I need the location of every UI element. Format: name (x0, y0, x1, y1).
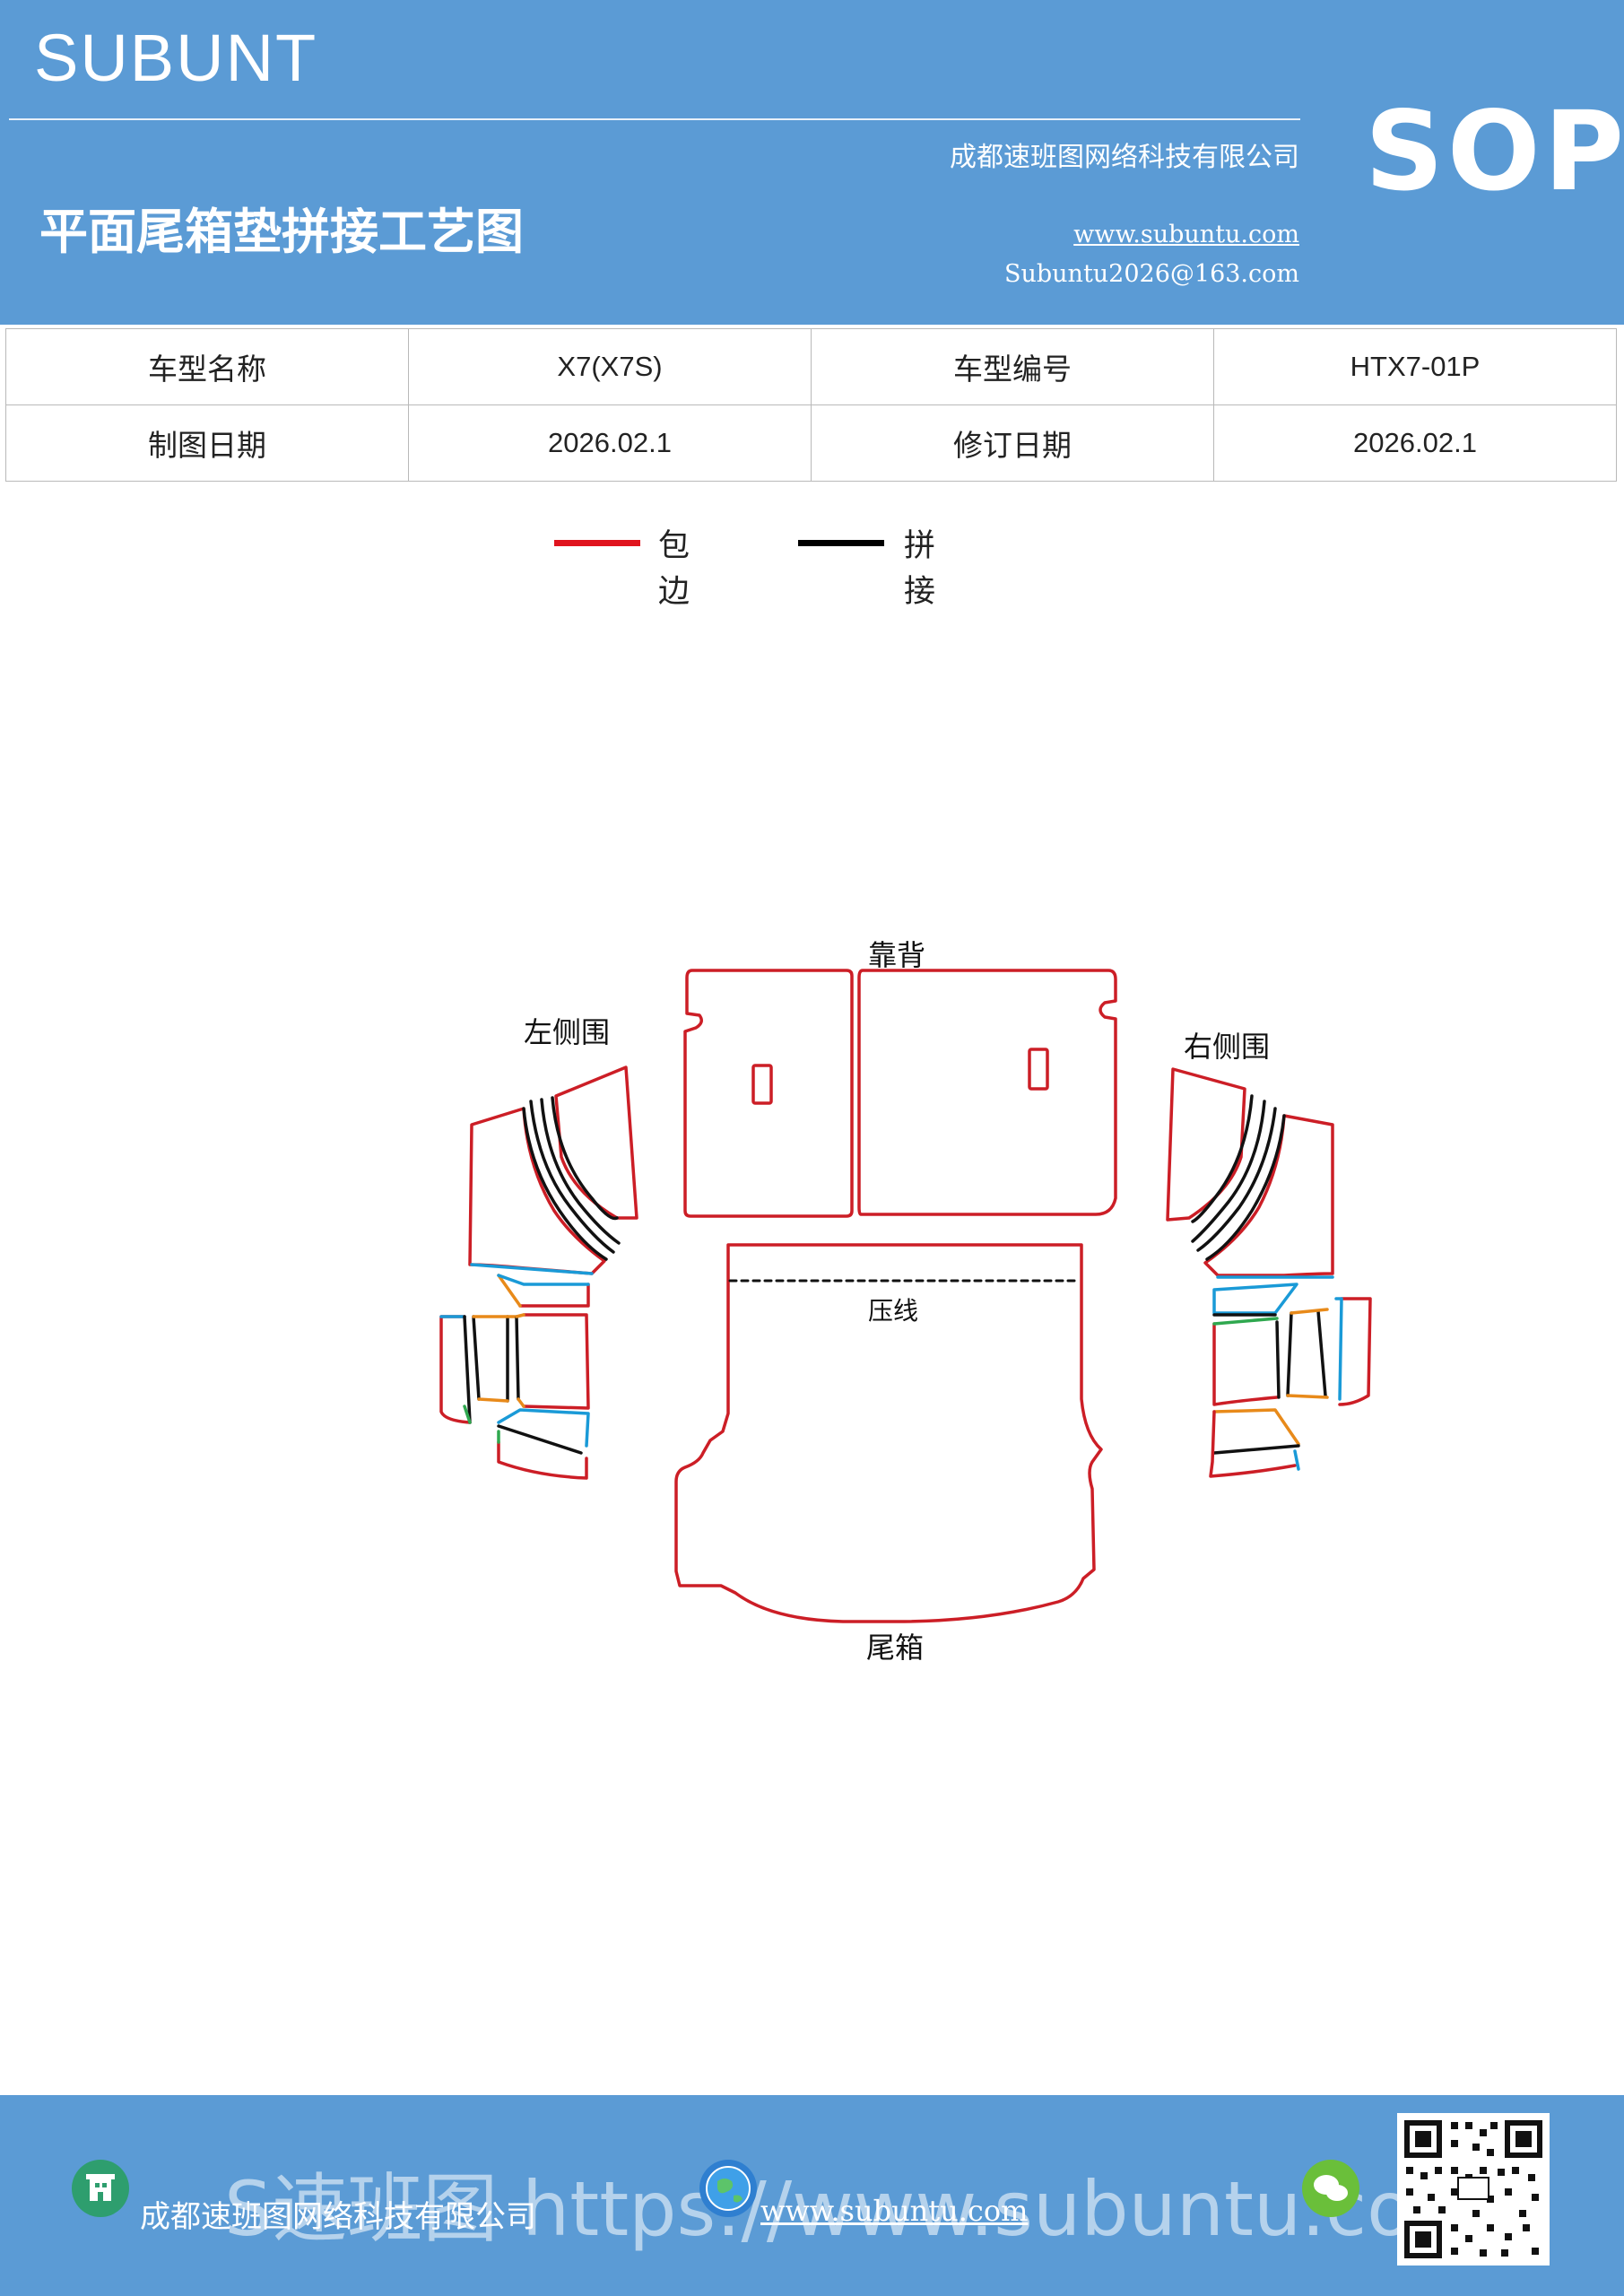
document-title: 平面尾箱垫拼接工艺图 (39, 204, 524, 260)
company-name: 成都速班图网络科技有限公司 (950, 142, 1299, 173)
sop-badge: SOP (1365, 88, 1624, 215)
qr-code (1397, 2113, 1550, 2266)
left-side-block-b-orange (472, 1315, 517, 1403)
left-side-seam-1 (522, 1107, 608, 1261)
diagram-label-crease: 压线 (868, 1296, 919, 1326)
right-side-seam-2 (1196, 1107, 1277, 1252)
header-divider (9, 118, 1300, 120)
right-side-block-b-orange (1286, 1308, 1329, 1399)
table-cell: 修订日期 (811, 404, 1214, 482)
left-side-seam-4 (551, 1096, 619, 1221)
left-side-bottom-panel (497, 1440, 588, 1480)
backrest-right-slot (1028, 1048, 1049, 1091)
left-side-strip-1-blue (497, 1274, 590, 1286)
legend-swatch-seam (798, 540, 884, 546)
right-side-strip-1-blue (1212, 1283, 1298, 1315)
table-cell: HTX7-01P (1213, 328, 1617, 405)
right-side-bottom-blue (1293, 1449, 1300, 1471)
legend-label-seam: 拼接 (904, 528, 936, 610)
brand-logo-text: SUBUNT (34, 21, 318, 95)
left-side-block-a (439, 1315, 472, 1424)
right-side-bottom-orange (1212, 1408, 1300, 1446)
right-side-block-b (1286, 1309, 1327, 1397)
backrest-right-panel (857, 969, 1117, 1216)
trunk-floor-panel (674, 1243, 1103, 1623)
left-side-strip-1-orange (497, 1274, 522, 1308)
table-row: 车型名称 X7(X7S) 车型编号 HTX7-01P (5, 328, 1617, 405)
email-address[interactable]: Subuntu2026@163.com (1004, 260, 1299, 288)
left-side-strip-1 (518, 1283, 590, 1308)
right-side-block-a-seam (1275, 1320, 1281, 1399)
table-cell: X7(X7S) (408, 328, 812, 405)
left-side-block-a-seam (463, 1315, 472, 1424)
table-cell: 2026.02.1 (1213, 404, 1617, 482)
table-cell: 制图日期 (5, 404, 409, 482)
left-side-block-c-seam (515, 1315, 520, 1401)
left-side-panel-upper (554, 1065, 638, 1220)
right-side-panel-main (1203, 1114, 1334, 1277)
table-cell: 车型编号 (811, 328, 1214, 405)
left-side-block-c-orange (515, 1313, 525, 1408)
diagram-label-backrest: 靠背 (868, 938, 926, 972)
footer-watermark: S速班图 https://www.subuntu.com (224, 2165, 1487, 2253)
right-side-seam-3 (1191, 1100, 1266, 1243)
footer-company-name: 成都速班图网络科技有限公司 (140, 2199, 536, 2235)
right-side-block-c (1338, 1297, 1372, 1406)
right-side-block-c-blue (1334, 1297, 1343, 1401)
table-row: 制图日期 2026.02.1 修订日期 2026.02.1 (5, 404, 1617, 482)
table-cell: 2026.02.1 (408, 404, 812, 482)
left-side-seam-3 (540, 1098, 621, 1245)
left-side-bottom-seam (497, 1424, 583, 1455)
legend-swatch-edge (554, 540, 640, 546)
right-side-block-a-green (1212, 1317, 1279, 1326)
left-side-seam-2 (529, 1100, 615, 1254)
globe-icon (699, 2160, 757, 2217)
left-side-blue-edge (470, 1263, 594, 1275)
left-side-bottom-blue (497, 1408, 590, 1448)
vehicle-info-table: 车型名称 X7(X7S) 车型编号 HTX7-01P 制图日期 2026.02.… (5, 328, 1617, 482)
diagram-label-right-side: 右侧围 (1184, 1030, 1271, 1064)
left-side-block-c (522, 1313, 590, 1410)
footer-website-link[interactable]: www.subuntu.com (760, 2194, 1029, 2228)
diagram-label-trunk: 尾箱 (866, 1631, 925, 1665)
right-side-block-a (1212, 1322, 1279, 1406)
right-side-seam-1 (1205, 1114, 1286, 1261)
website-link[interactable]: www.subuntu.com (1073, 221, 1299, 248)
left-side-block-a-green (463, 1405, 472, 1424)
left-side-block-b (472, 1315, 509, 1403)
diagram-label-left-side: 左侧围 (524, 1015, 611, 1049)
backrest-left-panel (683, 969, 854, 1218)
table-cell: 车型名称 (5, 328, 409, 405)
backrest-left-slot (751, 1064, 773, 1105)
legend-label-edge: 包边 (658, 528, 690, 610)
right-side-seam-4 (1191, 1094, 1254, 1223)
building-icon (72, 2160, 129, 2217)
right-side-bottom-seam (1212, 1444, 1300, 1455)
header-banner: SUBUNT 平面尾箱垫拼接工艺图 成都速班图网络科技有限公司 www.subu… (0, 0, 1624, 325)
right-side-bottom-panel (1209, 1410, 1297, 1478)
footer-banner: S速班图 https://www.subuntu.com 成都速班图网络科技有限… (0, 2095, 1624, 2296)
wechat-icon (1302, 2160, 1359, 2217)
